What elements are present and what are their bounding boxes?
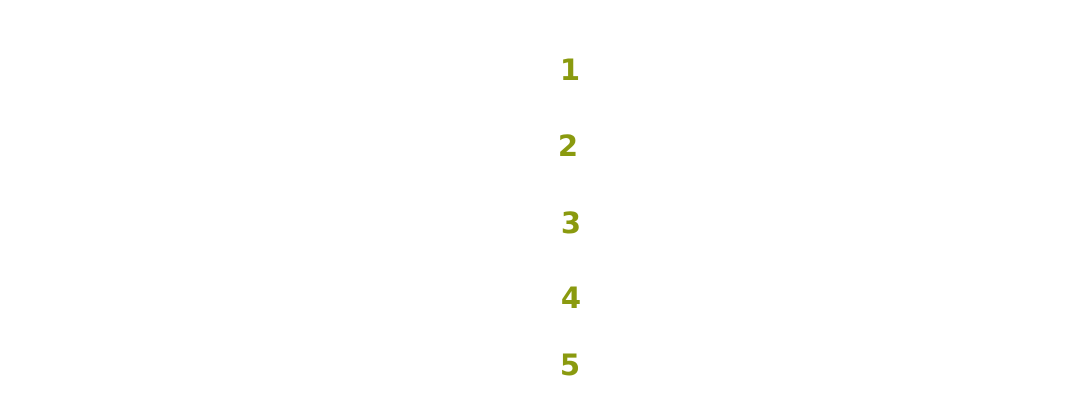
step-number-4: 4 [560, 281, 582, 315]
step-number-1: 1 [559, 53, 581, 87]
step-number-3: 3 [560, 206, 582, 240]
step-number-2: 2 [557, 129, 579, 163]
step-number-5: 5 [559, 348, 581, 382]
